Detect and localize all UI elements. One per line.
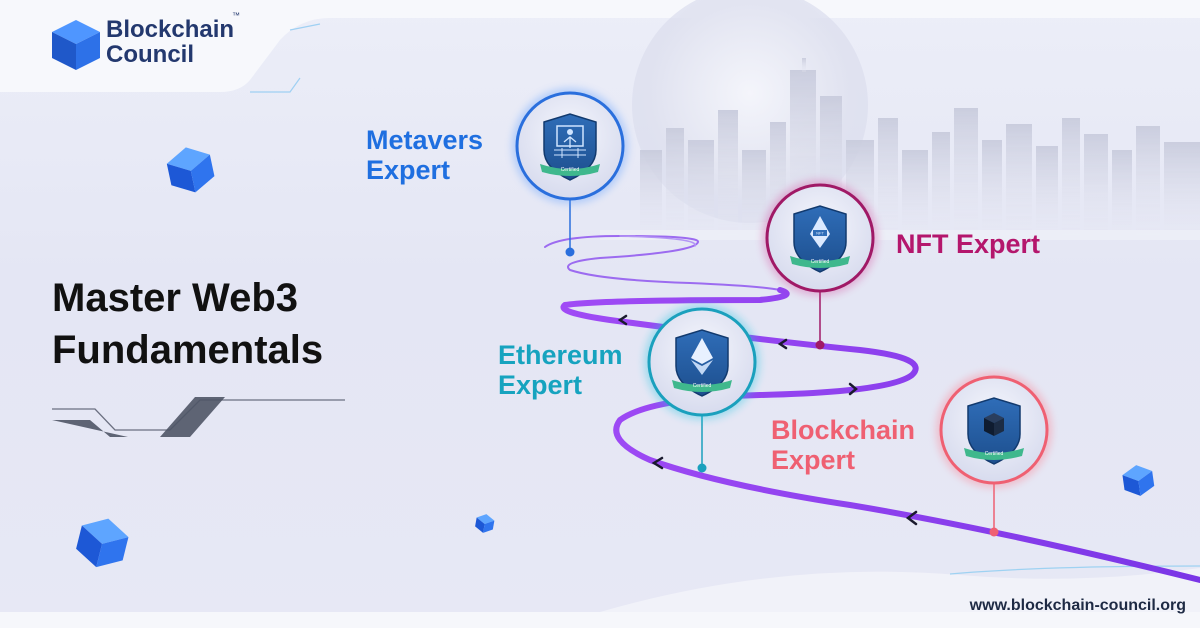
metaverse-avatar-icon: Certified <box>540 113 600 181</box>
footer-band <box>0 612 1200 628</box>
blockchain-cube-icon: Certified <box>964 397 1024 465</box>
path-chevrons <box>617 314 918 526</box>
svg-text:NFT: NFT <box>816 231 824 236</box>
ethereum-label-line2: Expert <box>498 370 583 400</box>
blockchain-label-line2: Expert <box>771 445 856 475</box>
brand-name-line1: Blockchain <box>106 16 235 43</box>
blockchain-label-line1: Blockchain <box>771 415 916 445</box>
blockchain-expert-label: Blockchain Expert <box>771 415 915 475</box>
headline: Master Web3 Fundamentals <box>52 272 323 376</box>
floating-cubes <box>76 147 1155 568</box>
blue-cube-icon <box>52 20 100 70</box>
svg-text:Certified: Certified <box>693 383 712 389</box>
website-url[interactable]: www.blockchain-council.org <box>969 597 1186 614</box>
header-band <box>0 0 1200 92</box>
nft-badge: NFT Certified <box>762 180 878 296</box>
ethereum-badge: Certified <box>644 304 760 420</box>
metaverse-badge: Certified <box>512 88 628 204</box>
headline-line1: Master Web3 <box>52 276 299 320</box>
brand-name-line2: Council <box>106 41 194 68</box>
trademark: ™ <box>232 11 240 20</box>
blockchain-badge: Certified <box>936 372 1052 488</box>
svg-text:Certified: Certified <box>561 167 580 173</box>
nft-expert-label: NFT Expert <box>896 229 1040 259</box>
headline-line2: Fundamentals <box>52 328 324 372</box>
journey-path <box>544 234 1200 583</box>
metavers-label-line1: Metavers <box>366 125 484 155</box>
metavers-label-line2: Expert <box>366 155 451 185</box>
nft-token-icon: NFT Certified <box>790 205 850 273</box>
svg-text:Certified: Certified <box>985 451 1004 457</box>
nft-label-line1: NFT Expert <box>896 229 1041 259</box>
ethereum-expert-label: Ethereum Expert <box>498 340 623 400</box>
metavers-expert-label: Metavers Expert <box>366 125 483 185</box>
ethereum-diamond-icon: Certified <box>672 329 732 397</box>
ethereum-label-line1: Ethereum <box>498 340 623 370</box>
brand-name: Blockchain Council <box>106 17 234 67</box>
connector-stems <box>569 198 995 532</box>
svg-text:Certified: Certified <box>811 259 830 265</box>
decor-line <box>52 399 345 431</box>
